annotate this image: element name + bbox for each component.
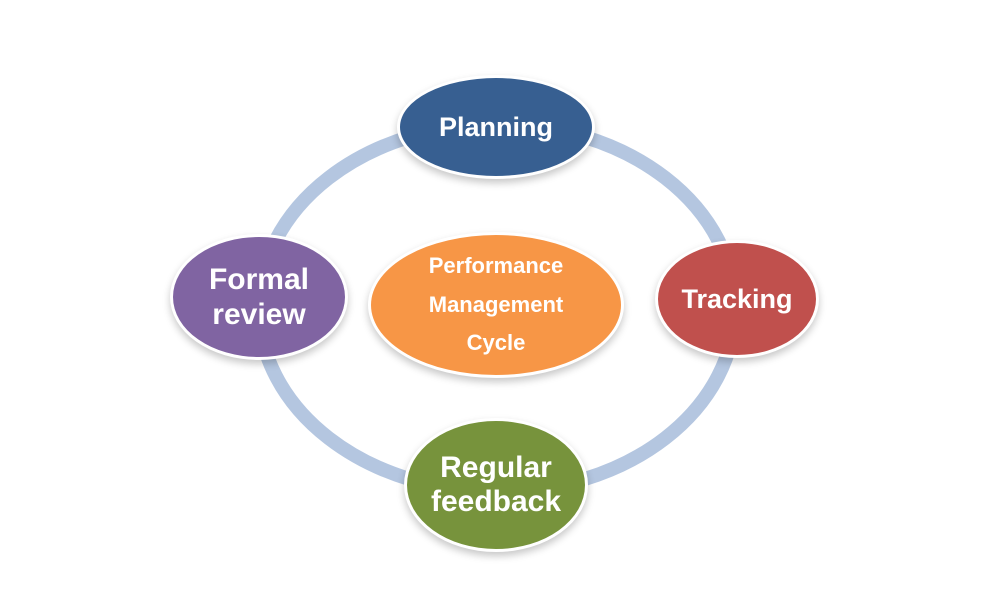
node-regular-feedback: Regular feedback <box>404 418 588 552</box>
center-node: Performance Management Cycle <box>368 232 624 378</box>
node-regular-feedback-label: Regular feedback <box>430 450 562 519</box>
node-planning-label: Planning <box>439 111 553 142</box>
node-tracking: Tracking <box>655 240 819 358</box>
node-planning: Planning <box>397 75 595 179</box>
node-formal-review-label: Formal review <box>208 262 310 331</box>
node-tracking-label: Tracking <box>681 283 793 314</box>
center-node-label: Performance Management Cycle <box>428 253 564 356</box>
node-formal-review: Formal review <box>170 234 348 360</box>
